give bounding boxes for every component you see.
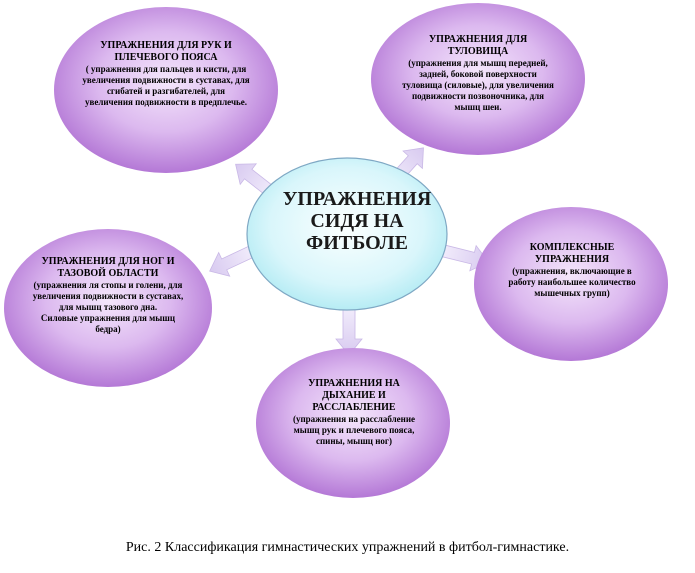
node-trunk: УПРАЖНЕНИЯ ДЛЯ ТУЛОВИЩА (упражнения для …	[400, 34, 556, 113]
node-complex-desc: (упражнения, включающие в работу наиболь…	[508, 266, 636, 298]
arrow-breath	[335, 304, 363, 356]
center-line-3: ФИТБОЛЕ	[306, 232, 408, 254]
bubble-legs	[4, 229, 212, 387]
arrow-legs	[209, 244, 259, 277]
node-legs: УПРАЖНЕНИЯ ДЛЯ НОГ И ТАЗОВОЙ ОБЛАСТИ (уп…	[30, 256, 186, 335]
node-trunk-title: УПРАЖНЕНИЯ ДЛЯ ТУЛОВИЩА	[428, 34, 528, 57]
bubble-complex	[474, 207, 668, 361]
node-legs-desc: (упражнения ля стопы и голени, для увели…	[32, 280, 184, 312]
node-breath-title: УПРАЖНЕНИЯ НА ДЫХАНИЕ И РАССЛАБЛЕНИЕ	[308, 378, 400, 413]
node-legs-title: УПРАЖНЕНИЯ ДЛЯ НОГ И ТАЗОВОЙ ОБЛАСТИ	[41, 256, 175, 279]
node-arms: УПРАЖНЕНИЯ ДЛЯ РУК И ПЛЕЧЕВОГО ПОЯСА ( у…	[82, 40, 250, 108]
node-breath: УПРАЖНЕНИЯ НА ДЫХАНИЕ И РАССЛАБЛЕНИЕ (уп…	[288, 378, 420, 447]
center-label: УПРАЖНЕНИЯ СИДЯ НА ФИТБОЛЕ	[262, 188, 452, 254]
node-complex: КОМПЛЕКСНЫЕ УПРАЖНЕНИЯ (упражнения, вклю…	[506, 242, 638, 299]
bubble-trunk	[371, 3, 585, 155]
bubble-arms	[54, 7, 278, 173]
node-complex-title: КОМПЛЕКСНЫЕ УПРАЖНЕНИЯ	[529, 242, 615, 265]
center-line-2: СИДЯ НА	[310, 210, 404, 232]
figure-caption: Рис. 2 Классификация гимнастических упра…	[125, 540, 570, 555]
node-trunk-desc: (упражнения для мышц передней, задней, б…	[402, 58, 554, 112]
center-line-1: УПРАЖНЕНИЯ	[282, 188, 432, 210]
bubble-breath	[256, 348, 450, 498]
node-arms-desc: ( упражнения для пальцев и кисти, для ув…	[82, 64, 250, 107]
node-breath-desc: (упражнения на расслабление мышц рук и п…	[292, 414, 416, 446]
node-arms-title: УПРАЖНЕНИЯ ДЛЯ РУК И ПЛЕЧЕВОГО ПОЯСА	[100, 40, 232, 63]
center-ellipse	[246, 157, 448, 311]
node-legs-extra: Силовые упражнения для мышц бедра)	[40, 313, 176, 334]
